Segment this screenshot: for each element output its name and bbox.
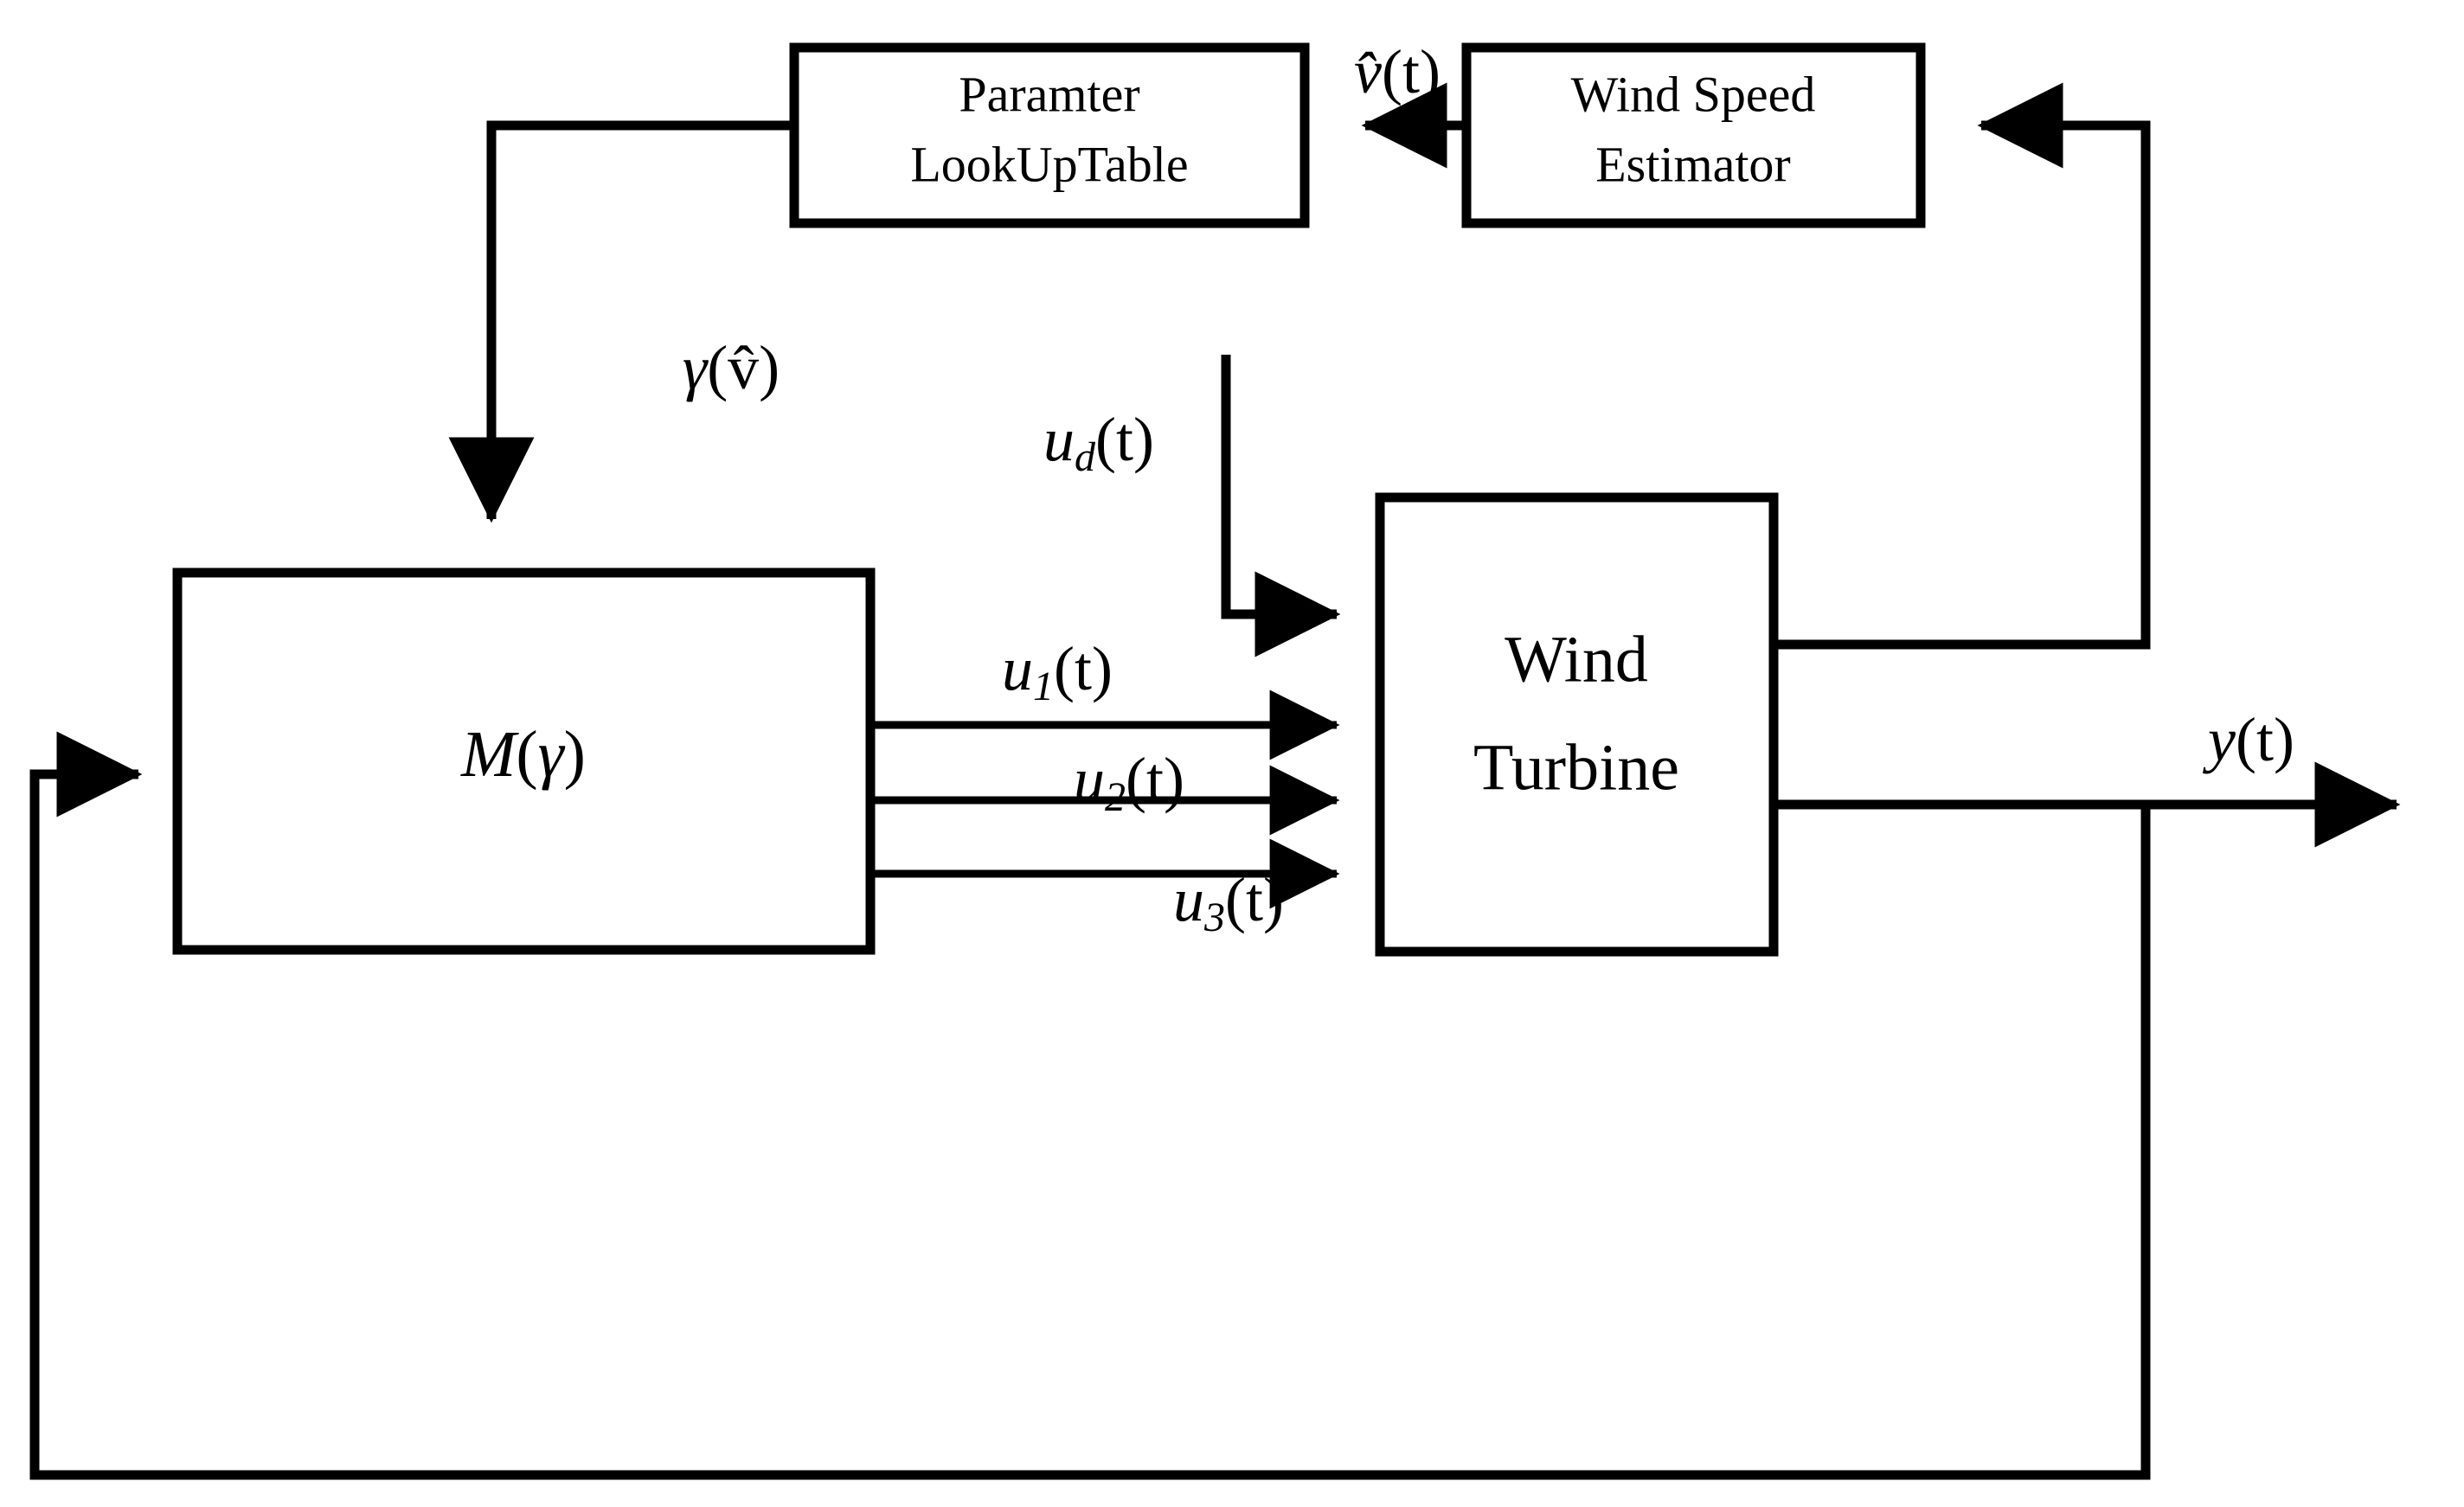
y-base: y bbox=[2202, 705, 2236, 774]
controller-label-m: M bbox=[460, 718, 519, 791]
u2-subscript: 2 bbox=[1105, 774, 1126, 820]
signal-label-u2: u2(t) bbox=[1074, 745, 1184, 821]
signal-label-y: y(t) bbox=[2202, 705, 2294, 774]
wind-turbine-label-line1: Wind bbox=[1505, 623, 1648, 696]
v-hat-base: v̂ bbox=[1354, 37, 1382, 106]
u3-subscript: 3 bbox=[1203, 895, 1225, 940]
wind-turbine-box[interactable] bbox=[1375, 492, 1779, 957]
parameter-lookup-table-box[interactable] bbox=[789, 42, 1310, 228]
controller-label-gamma: γ bbox=[538, 718, 566, 791]
gamma-base: γ bbox=[683, 333, 709, 402]
signal-label-u-d: ud(t) bbox=[1043, 405, 1154, 481]
u3-base: u bbox=[1173, 865, 1204, 934]
lookup-table-label-line1: Paramter bbox=[959, 66, 1139, 122]
u1-subscript: 1 bbox=[1033, 664, 1054, 709]
lookup-to-controller-line bbox=[448, 120, 794, 523]
signal-label-gamma-v-hat: γ(v̂) bbox=[683, 333, 780, 402]
u-d-arg: (t) bbox=[1095, 405, 1154, 474]
u-d-subscript: d bbox=[1075, 434, 1096, 480]
controller-label: M(γ) bbox=[460, 718, 586, 791]
u2-base: u bbox=[1074, 745, 1105, 814]
turbine-to-estimator-line bbox=[1774, 82, 2151, 650]
lookup-table-label-line2: LookUpTable bbox=[910, 136, 1188, 192]
u2-arg: (t) bbox=[1126, 745, 1184, 814]
wind-speed-estimator-label-line2: Estimator bbox=[1595, 136, 1791, 192]
gamma-arg: (v̂) bbox=[707, 333, 780, 402]
controller-label-close: ) bbox=[564, 718, 586, 791]
u3-arg: (t) bbox=[1225, 865, 1284, 934]
controller-label-open: ( bbox=[516, 718, 537, 791]
u-d-base: u bbox=[1043, 405, 1075, 474]
u1-base: u bbox=[1002, 634, 1033, 703]
controller-m-gamma-box[interactable] bbox=[172, 568, 876, 955]
output-feedback-loop-line bbox=[29, 731, 2151, 1480]
wind-speed-estimator-box[interactable] bbox=[1461, 42, 1926, 228]
v-hat-arg: (t) bbox=[1382, 37, 1441, 106]
wind-turbine-label-line2: Turbine bbox=[1473, 731, 1679, 804]
u1-arg: (t) bbox=[1054, 634, 1113, 703]
signal-label-u1: u1(t) bbox=[1002, 634, 1113, 710]
signal-label-v-hat: v̂(t) bbox=[1354, 37, 1441, 106]
wind-speed-estimator-label-line1: Wind Speed bbox=[1571, 66, 1816, 122]
signal-label-u3: u3(t) bbox=[1173, 865, 1284, 941]
disturbance-input-line bbox=[1221, 355, 1341, 657]
y-arg: (t) bbox=[2236, 705, 2294, 774]
